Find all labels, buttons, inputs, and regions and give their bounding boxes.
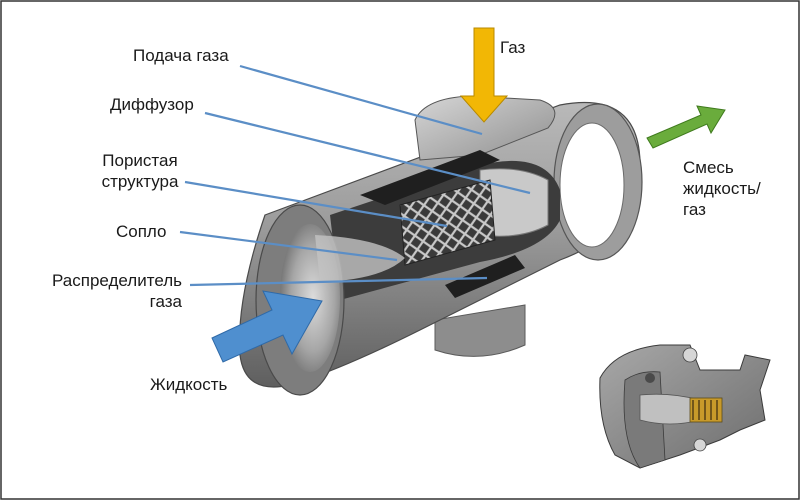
- label-gas: Газ: [500, 38, 526, 57]
- label-mixture-line2: жидкость/: [683, 179, 761, 198]
- leader-lines: [179, 64, 531, 287]
- label-mixture-line1: Смесь: [683, 158, 734, 177]
- inset-cutaway-view: [599, 344, 771, 469]
- mixture-arrow: [646, 105, 726, 149]
- label-porous-structure-line1: Пористая: [102, 151, 178, 170]
- label-mixture-line3: газ: [683, 200, 706, 219]
- leader-diffuser: [204, 111, 531, 195]
- label-porous-structure-line2: структура: [101, 172, 179, 191]
- label-gas-supply: Подача газа: [133, 46, 229, 65]
- label-nozzle: Сопло: [116, 222, 167, 241]
- label-gas-distributor-line1: Распределитель: [52, 271, 182, 290]
- label-liquid: Жидкость: [150, 375, 228, 394]
- gas-arrow: [459, 27, 509, 123]
- label-gas-distributor-line2: газа: [149, 292, 182, 311]
- label-diffuser: Диффузор: [110, 95, 194, 114]
- leader-gas-supply: [239, 64, 483, 136]
- leader-gas-distributor: [189, 276, 488, 287]
- label-gas-distributor: Распределитель газа: [25, 270, 182, 312]
- label-porous-structure: Пористая структура: [85, 150, 195, 192]
- label-mixture: Смесь жидкость/ газ: [683, 157, 761, 220]
- liquid-arrow: [211, 290, 323, 363]
- leader-porous-structure: [184, 180, 448, 228]
- lower-pipe: [434, 304, 526, 357]
- leader-nozzle: [179, 230, 398, 262]
